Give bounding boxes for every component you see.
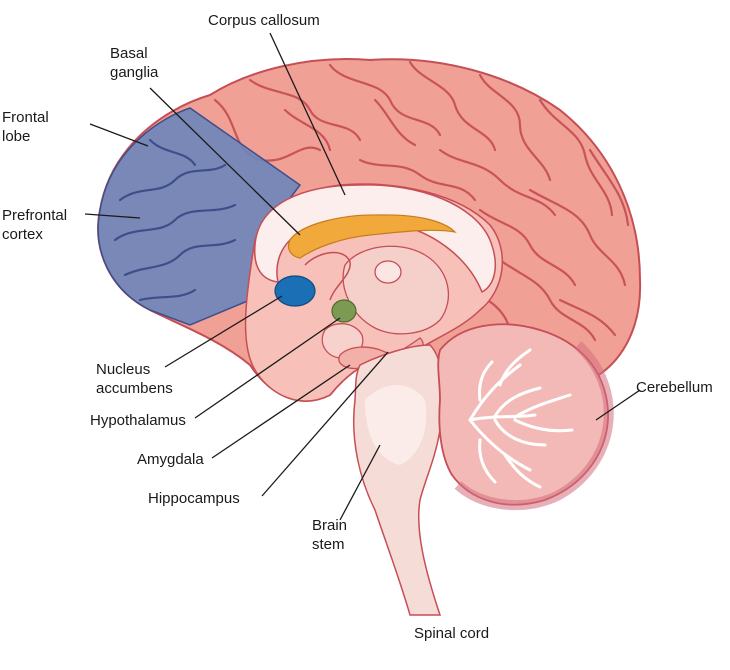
amygdala bbox=[331, 299, 357, 323]
ventricle-curve bbox=[304, 251, 351, 301]
label-basal-ganglia-line1: Basal bbox=[110, 45, 148, 62]
label-frontal-lobe-line1: Frontal bbox=[2, 109, 49, 126]
brain-stem-shading bbox=[365, 385, 427, 465]
labels: Corpus callosum Basal ganglia Frontal lo… bbox=[2, 12, 713, 642]
label-brain-stem-line1: Brain bbox=[312, 517, 347, 534]
label-corpus-callosum: Corpus callosum bbox=[208, 12, 320, 29]
basal-ganglia bbox=[287, 214, 457, 259]
leader-lines bbox=[84, 32, 641, 521]
nucleus-accumbens bbox=[274, 275, 316, 307]
label-cerebellum: Cerebellum bbox=[636, 379, 713, 396]
label-nucleus-accumbens-line2: accumbens bbox=[96, 380, 173, 397]
label-prefrontal-cortex-line2: cortex bbox=[2, 226, 43, 243]
label-nucleus-accumbens-line1: Nucleus bbox=[96, 361, 150, 378]
label-basal-ganglia-line2: ganglia bbox=[110, 64, 159, 81]
cerebellum-edge bbox=[454, 341, 614, 511]
label-hypothalamus: Hypothalamus bbox=[90, 412, 186, 429]
corpus-callosum bbox=[254, 184, 497, 294]
prefrontal-gyri bbox=[113, 138, 237, 302]
label-spinal-cord: Spinal cord bbox=[414, 625, 489, 642]
label-amygdala: Amygdala bbox=[137, 451, 204, 468]
thalamus-inner bbox=[374, 260, 402, 284]
label-prefrontal-cortex-line1: Prefrontal bbox=[2, 207, 67, 224]
label-brain-stem-line2: stem bbox=[312, 536, 345, 553]
label-frontal-lobe-line2: lobe bbox=[2, 128, 30, 145]
arbor-vitae bbox=[468, 348, 574, 489]
label-hippocampus: Hippocampus bbox=[148, 490, 240, 507]
